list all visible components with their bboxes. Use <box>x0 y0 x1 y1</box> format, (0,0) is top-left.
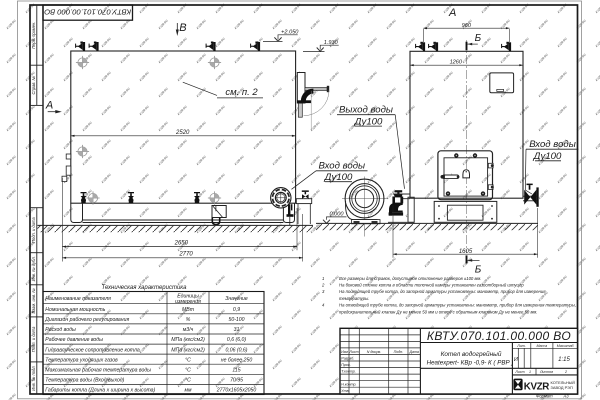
svg-text:МПа (кгс/см2): МПа (кгс/см2) <box>171 337 205 343</box>
svg-text:Единицы: Единицы <box>177 294 199 300</box>
svg-text:Дата: Дата <box>408 350 418 354</box>
svg-text:предохранительный клапан Ду не: предохранительный клапан Ду не менее 50 … <box>339 309 537 314</box>
svg-text:2: 2 <box>321 283 325 288</box>
svg-text:3: 3 <box>322 289 325 294</box>
svg-text:см. п. 2: см. п. 2 <box>225 87 258 98</box>
svg-text:1260: 1260 <box>450 60 463 66</box>
svg-text:2520: 2520 <box>175 130 190 136</box>
svg-text:Формат: Формат <box>536 394 553 399</box>
svg-text:4: 4 <box>322 303 325 308</box>
svg-text:Вход воды: Вход воды <box>529 139 576 150</box>
svg-text:Справ. №: Справ. № <box>31 75 36 94</box>
svg-text:Вход воды: Вход воды <box>319 161 366 172</box>
svg-text:измерения: измерения <box>175 299 201 305</box>
svg-text:Котел водогрейный: Котел водогрейный <box>441 350 502 358</box>
svg-text:0.000: 0.000 <box>330 212 345 218</box>
svg-text:Инв. № подл.: Инв. № подл. <box>31 365 36 390</box>
svg-text:Масштаб: Масштаб <box>557 344 575 348</box>
svg-text:1: 1 <box>529 370 531 374</box>
svg-text:+2.050: +2.050 <box>281 30 299 36</box>
svg-text:1.930: 1.930 <box>324 40 339 46</box>
svg-text:Т.контр.: Т.контр. <box>341 369 356 373</box>
svg-text:Подп.: Подп. <box>394 350 404 354</box>
svg-text:Диапазон рабочего регулировани: Диапазон рабочего регулирования <box>44 317 129 323</box>
svg-text:КВТУ.070.101.00.000 ВО: КВТУ.070.101.00.000 ВО <box>44 7 131 16</box>
svg-text:Пров.: Пров. <box>341 363 350 367</box>
svg-text:температуры.: температуры. <box>339 296 369 301</box>
svg-text:Лист: Лист <box>348 350 358 354</box>
svg-text:1: 1 <box>322 276 324 281</box>
svg-text:Перв. примен.: Перв. примен. <box>31 22 36 49</box>
svg-text:Ду100: Ду100 <box>324 172 353 183</box>
svg-text:А3: А3 <box>563 394 570 399</box>
svg-text:Изм: Изм <box>341 350 348 354</box>
svg-text:70/95: 70/95 <box>230 378 243 384</box>
svg-text:Б: Б <box>475 264 482 275</box>
svg-text:2770: 2770 <box>178 252 193 258</box>
svg-text:Инв. № дубл.: Инв. № дубл. <box>31 256 36 281</box>
svg-text:На боковой стенке котла в обла: На боковой стенке котла в области топочн… <box>339 283 524 288</box>
svg-text:1605: 1605 <box>459 249 473 255</box>
svg-text:%: % <box>186 317 191 323</box>
svg-text:Листов: Листов <box>539 370 553 374</box>
svg-text:0,6 (6,0): 0,6 (6,0) <box>227 337 246 343</box>
svg-text:не более 250: не более 250 <box>221 357 253 363</box>
svg-text:Температура воды (Вход/выход): Температура воды (Вход/выход) <box>45 378 124 384</box>
svg-text:N докум.: N докум. <box>367 350 382 354</box>
svg-text:Значение: Значение <box>225 296 248 302</box>
svg-text:Техническая характеристика: Техническая характеристика <box>102 285 188 291</box>
svg-text:ЗАВОД РЭП: ЗАВОД РЭП <box>551 385 573 390</box>
svg-text:Максимальная рабочая температу: Максимальная рабочая температура воды <box>45 367 151 373</box>
svg-text:960: 960 <box>462 23 472 29</box>
svg-text:МПа (кгс/см2): МПа (кгс/см2) <box>171 347 205 353</box>
svg-text:На отводящей трубе котла, до з: На отводящей трубе котла, до запорной ар… <box>339 303 576 308</box>
svg-text:Все размеры для справок, допус: Все размеры для справок, допустимое откл… <box>339 276 482 281</box>
svg-text:0,9: 0,9 <box>233 307 240 313</box>
svg-text:°С: °С <box>185 357 191 363</box>
svg-text:Температура уходящих газов: Температура уходящих газов <box>45 357 118 363</box>
svg-text:Расход воды: Расход воды <box>45 327 76 333</box>
svg-text:мм: мм <box>184 388 192 394</box>
svg-text:м3/ч: м3/ч <box>183 327 194 333</box>
svg-text:Выход воды: Выход воды <box>339 105 393 116</box>
svg-text:Утв.: Утв. <box>341 389 349 393</box>
svg-text:А: А <box>448 7 456 19</box>
svg-text:2650: 2650 <box>174 241 189 247</box>
svg-text:2770х1605х2050: 2770х1605х2050 <box>216 388 257 394</box>
svg-text:Рабочее давление воды: Рабочее давление воды <box>45 337 103 343</box>
svg-text:МВт: МВт <box>182 307 195 313</box>
svg-text:На подводящей трубе котла, д: На подводящей трубе котла, до запорной а… <box>339 289 546 294</box>
svg-text:Номинальная мощность: Номинальная мощность <box>45 307 105 313</box>
svg-text:Лист: Лист <box>514 370 524 374</box>
svg-text:КВТУ.070.101.00.000 ВО: КВТУ.070.101.00.000 ВО <box>427 329 571 343</box>
svg-text:Взам. инв. №: Взам. инв. № <box>31 288 36 314</box>
svg-text:Наименование показателя: Наименование показателя <box>45 296 111 302</box>
svg-text:50-100: 50-100 <box>228 317 244 323</box>
svg-text:Габариты котла (Длина х ширина: Габариты котла (Длина х ширина х высота) <box>45 388 155 394</box>
svg-text:1:15: 1:15 <box>558 357 570 363</box>
svg-text:Масса: Масса <box>536 344 547 348</box>
svg-text:KVZR: KVZR <box>524 381 549 392</box>
svg-text:°С: °С <box>185 367 191 373</box>
svg-text:Подп. и дата: Подп. и дата <box>31 217 36 243</box>
svg-text:Heatexpert- КВр -0,9- К ( РВР: Heatexpert- КВр -0,9- К ( РВР ) <box>427 359 514 366</box>
svg-text:Б: Б <box>475 33 482 44</box>
svg-text:Гидравлическое сопротивление к: Гидравлическое сопротивление котла <box>45 347 140 353</box>
svg-text:Разраб.: Разраб. <box>341 356 354 360</box>
svg-text:°С: °С <box>185 378 191 384</box>
svg-text:Лит.: Лит. <box>516 344 525 348</box>
svg-text:Подп. и дата: Подп. и дата <box>31 326 36 352</box>
svg-text:КОТЕЛЬНЫЙ: КОТЕЛЬНЫЙ <box>551 380 576 385</box>
svg-text:31: 31 <box>234 327 240 333</box>
svg-text:Ду100: Ду100 <box>533 151 562 162</box>
svg-text:115: 115 <box>232 367 240 373</box>
svg-text:И: И <box>514 357 518 363</box>
svg-text:Ду100: Ду100 <box>354 116 383 127</box>
svg-text:0,06 (0,6): 0,06 (0,6) <box>225 347 247 353</box>
svg-text:А: А <box>45 99 53 111</box>
svg-text:2: 2 <box>564 370 567 374</box>
svg-text:Н.контр.: Н.контр. <box>341 383 356 387</box>
svg-text:В: В <box>179 22 186 34</box>
